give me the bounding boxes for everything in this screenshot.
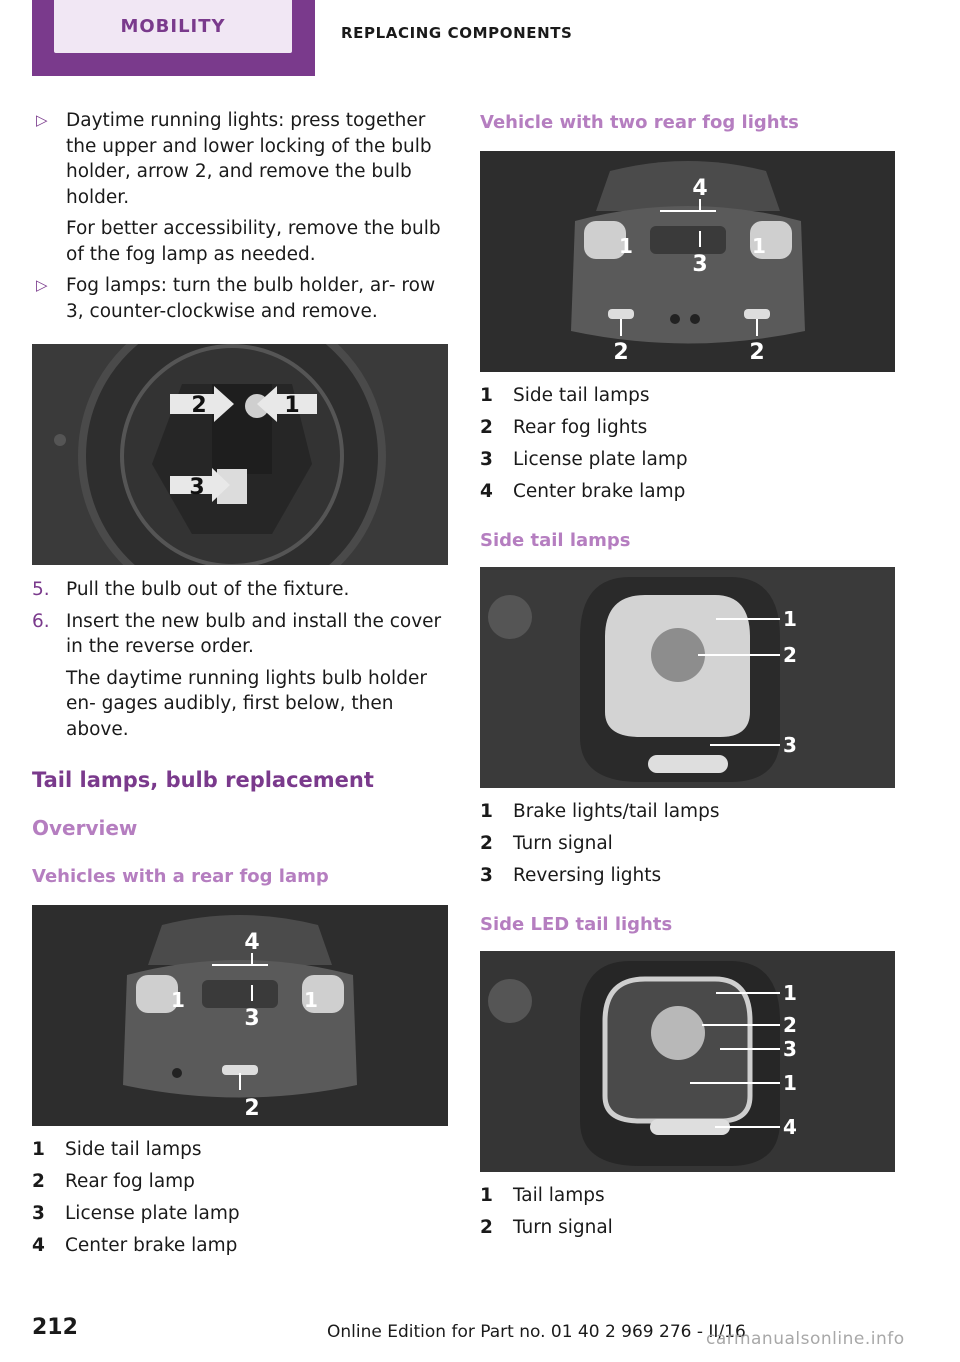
figure-side-led-tail: 1 2 3 1 4	[480, 951, 895, 1172]
chapter-tab: MOBILITY	[32, 0, 315, 76]
paragraph: The daytime running lights bulb holder e…	[66, 667, 427, 740]
paragraph: Fog lamps: turn the bulb holder, ar‐ row…	[66, 275, 436, 322]
paragraph: Insert the new bulb and install the cove…	[66, 610, 442, 658]
figure-rear-single-fog: 4 1 1 3 2	[32, 905, 448, 1126]
figure-callout: 3	[189, 475, 204, 500]
chapter-title: MOBILITY	[54, 0, 292, 53]
figure-callout: 1	[783, 981, 797, 1005]
figure-callout: 1	[619, 234, 633, 258]
figure-callout: 2	[783, 643, 797, 667]
heading-rear-fog-lamp: Vehicles with a rear fog lamp	[32, 866, 329, 887]
heading-side-tail-lamps: Side tail lamps	[480, 530, 631, 551]
edition-footer: Online Edition for Part no. 01 40 2 969 …	[327, 1322, 746, 1342]
figure-callout: 3	[244, 1006, 259, 1031]
step-item: 6. Insert the new bulb and install the c…	[32, 609, 448, 743]
heading-overview: Overview	[32, 816, 138, 840]
figure-callout: 1	[752, 234, 766, 258]
right-column: Vehicle with two rear fog lights 4 1 1 3…	[480, 108, 896, 1244]
triangle-bullet-icon: ▷	[36, 111, 48, 129]
bullet-item: ▷ Daytime running lights: press together…	[32, 108, 448, 267]
heading-two-rear-fog: Vehicle with two rear fog lights	[480, 112, 799, 133]
figure-callout: 4	[783, 1115, 797, 1139]
figure-callout: 2	[191, 393, 206, 418]
figure-callout: 4	[244, 930, 259, 955]
figure-rear-two-fog: 4 1 1 3 2 2	[480, 151, 895, 372]
paragraph: For better accessibility, remove the bul…	[66, 218, 441, 265]
figure-callout: 1	[783, 607, 797, 631]
heading-side-led-tail-lights: Side LED tail lights	[480, 914, 673, 935]
figure-bulb-holder: 2 1 3	[32, 344, 448, 565]
paragraph: Pull the bulb out of the fixture.	[66, 579, 350, 600]
figure-callout: 3	[783, 733, 797, 757]
figure-callout: 3	[783, 1037, 797, 1061]
figure-callout: 1	[284, 393, 299, 418]
watermark: carmanualsonline.info	[706, 1329, 905, 1349]
figure-callout: 3	[692, 252, 707, 277]
figure-side-tail-lamp: 1 2 3	[480, 567, 895, 788]
step-number: 6.	[32, 610, 50, 632]
triangle-bullet-icon: ▷	[36, 276, 48, 294]
left-column: ▷ Daytime running lights: press together…	[32, 108, 448, 1262]
figure-callout: 2	[613, 340, 628, 365]
step-item: 5. Pull the bulb out of the fixture.	[32, 577, 448, 603]
figure-callout: 2	[244, 1096, 259, 1121]
section-title: REPLACING COMPONENTS	[341, 24, 573, 42]
bullet-item: ▷ Fog lamps: turn the bulb holder, ar‐ r…	[32, 273, 448, 324]
figure-callout: 4	[692, 176, 707, 201]
page-number: 212	[32, 1315, 78, 1340]
heading-tail-lamps: Tail lamps, bulb replacement	[32, 768, 374, 792]
figure-callout: 1	[171, 988, 185, 1012]
figure-callout: 2	[749, 340, 764, 365]
figure-callout: 2	[783, 1013, 797, 1037]
figure-callout: 1	[783, 1071, 797, 1095]
paragraph: Daytime running lights: press together t…	[66, 110, 432, 208]
figure-callout: 1	[304, 988, 318, 1012]
step-number: 5.	[32, 579, 50, 600]
